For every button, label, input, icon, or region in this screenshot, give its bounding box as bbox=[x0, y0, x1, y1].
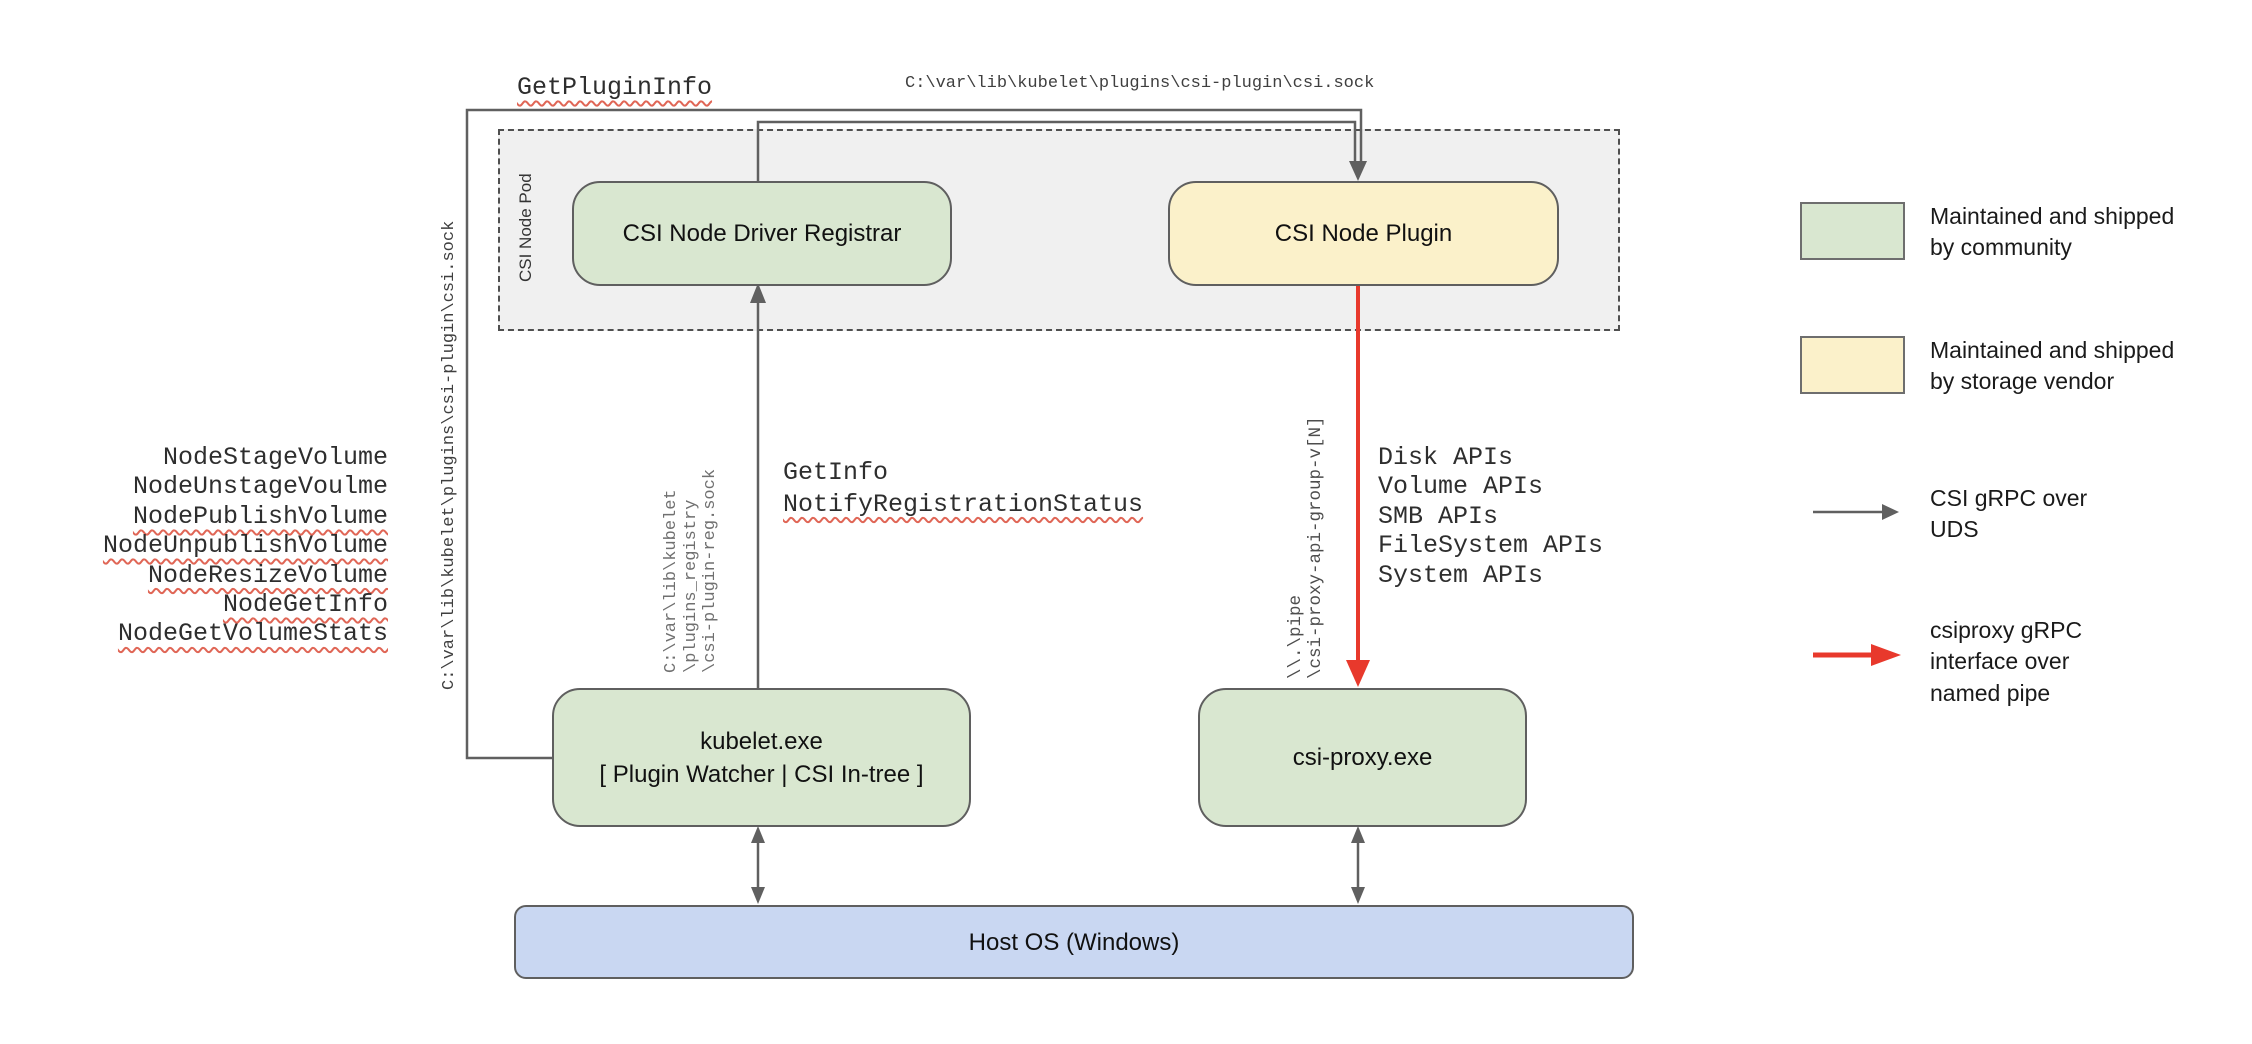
csi-sock-path-top-label: C:\var\lib\kubelet\plugins\csi-plugin\cs… bbox=[905, 74, 1375, 93]
kubelet-node-rpc-list: NodeStageVolume NodeUnstageVoulme NodePu… bbox=[60, 443, 388, 649]
named-pipe-path-label: \\.\pipe \csi-proxy-api-group-v[N] bbox=[1286, 416, 1326, 679]
host-os-box: Host OS (Windows) bbox=[514, 905, 1634, 979]
legend-pipe-arrowhead bbox=[1871, 644, 1901, 666]
get-plugin-info-label: GetPluginInfo bbox=[517, 73, 713, 102]
api-smb: SMB APIs bbox=[1378, 501, 1499, 531]
notify-registration-status-label: NotifyRegistrationStatus bbox=[783, 489, 1144, 519]
legend-vendor-swatch bbox=[1800, 336, 1905, 394]
registry-sock-path-label: C:\var\lib\kubelet \plugins_registry \cs… bbox=[662, 468, 720, 673]
legend-uds-arrowhead bbox=[1882, 504, 1899, 520]
legend-community-swatch bbox=[1800, 202, 1905, 260]
plugin-top-arrowhead bbox=[1349, 161, 1367, 181]
csi-node-plugin-box: CSI Node Plugin bbox=[1168, 181, 1559, 286]
api-system: System APIs bbox=[1378, 560, 1544, 590]
registrar-bottom-arrowhead bbox=[750, 283, 766, 303]
rpc-node-unstage-volume: NodeUnstageVoulme bbox=[132, 472, 388, 502]
rpc-node-publish-volume: NodePublishVolume bbox=[132, 501, 388, 531]
registrar-rpc-labels: GetInfo NotifyRegistrationStatus bbox=[783, 457, 1143, 520]
rpc-node-resize-volume: NodeResizeVolume bbox=[147, 560, 388, 590]
kubelet-label-line2: [ Plugin Watcher | CSI In-tree ] bbox=[599, 760, 924, 788]
rpc-node-stage-volume: NodeStageVolume bbox=[162, 443, 388, 472]
host-os-label: Host OS (Windows) bbox=[968, 928, 1180, 956]
csi-proxy-label: csi-proxy.exe bbox=[1292, 744, 1433, 771]
kubelet-hostos-down-arrowhead bbox=[751, 887, 765, 904]
api-filesystem: FileSystem APIs bbox=[1378, 531, 1604, 561]
legend-community-label: Maintained and shipped by community bbox=[1930, 203, 2175, 261]
csi-proxy-box: csi-proxy.exe bbox=[1198, 688, 1527, 827]
legend-vendor-label: Maintained and shipped by storage vendor bbox=[1930, 337, 2175, 395]
registrar-label: CSI Node Driver Registrar bbox=[622, 220, 902, 247]
rpc-node-unpublish-volume: NodeUnpublishVolume bbox=[102, 531, 388, 561]
csi-node-pod-label: CSI Node Pod bbox=[516, 173, 535, 282]
kubelet-to-plugin-line bbox=[465, 108, 1363, 760]
registrar-to-plugin-line bbox=[756, 120, 1357, 182]
csi-proxy-api-list: Disk APIs Volume APIs SMB APIs FileSyste… bbox=[1378, 443, 1603, 590]
csi-sock-path-vertical-label: C:\var\lib\kubelet\plugins\csi-plugin\cs… bbox=[440, 220, 459, 690]
api-volume: Volume APIs bbox=[1378, 472, 1544, 502]
get-info-label: GetInfo bbox=[783, 458, 889, 487]
csi-node-driver-registrar-box: CSI Node Driver Registrar bbox=[572, 181, 952, 286]
rpc-node-get-info: NodeGetInfo bbox=[222, 590, 388, 620]
kubelet-label-line1: kubelet.exe bbox=[700, 727, 823, 755]
kubelet-box: kubelet.exe [ Plugin Watcher | CSI In-tr… bbox=[552, 688, 971, 827]
csiproxy-hostos-up-arrowhead bbox=[1351, 826, 1365, 843]
legend-named-pipe-label: csiproxy gRPC interface over named pipe bbox=[1930, 617, 2083, 706]
csiproxy-hostos-down-arrowhead bbox=[1351, 887, 1365, 904]
plugin-label: CSI Node Plugin bbox=[1274, 220, 1453, 247]
api-disk: Disk APIs bbox=[1378, 443, 1514, 472]
csiproxy-top-red-arrowhead bbox=[1346, 660, 1370, 687]
legend-uds-label: CSI gRPC over UDS bbox=[1930, 485, 2088, 543]
rpc-node-get-volume-stats: NodeGetVolumeStats bbox=[117, 619, 388, 649]
kubelet-hostos-up-arrowhead bbox=[751, 826, 765, 843]
